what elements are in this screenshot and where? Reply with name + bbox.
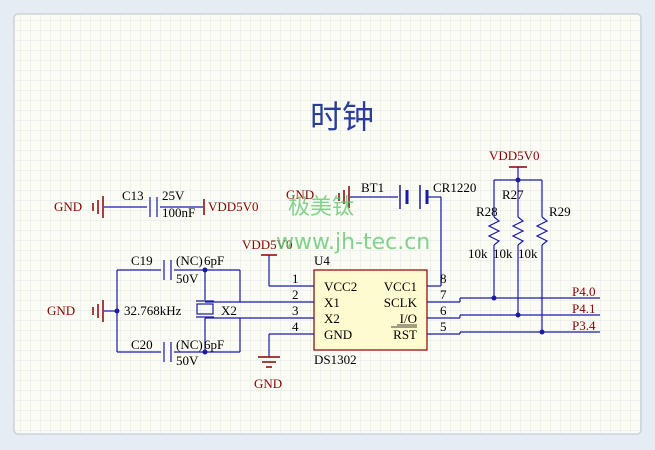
pin-name-x1: X1 — [324, 295, 340, 310]
pin-3: 3 — [292, 303, 299, 318]
crystal-frequency: 32.768kHz — [124, 303, 182, 318]
gnd-symbol-bt1 — [338, 186, 350, 208]
r27-value: 10k — [493, 246, 513, 261]
gnd-symbol-c13 — [92, 196, 104, 218]
pin-name-sclk: SCLK — [384, 295, 418, 310]
pin-name-rst: RST — [393, 327, 417, 342]
watermark-url: www.jh-tec.cn — [276, 230, 430, 255]
net-p34: P3.4 — [572, 318, 596, 333]
net-p41: P4.1 — [572, 301, 595, 316]
gnd-label-crystal: GND — [47, 303, 75, 318]
resistor-r28 — [487, 216, 501, 298]
pin-5: 5 — [440, 319, 447, 334]
c20-value: 6pF — [204, 337, 224, 352]
paper-border — [13, 13, 642, 435]
r27-ref: R27 — [502, 187, 524, 202]
pin-7: 7 — [440, 287, 447, 302]
watermark-brand: 极美钛 — [288, 195, 354, 220]
pin-2: 2 — [292, 287, 299, 302]
r28-ref: R28 — [476, 204, 498, 219]
diagram-title: 时钟 — [310, 98, 374, 136]
resistor-r29 — [535, 216, 549, 332]
pin-name-vcc2: VCC2 — [324, 279, 357, 294]
r29-ref: R29 — [549, 204, 571, 219]
c20-voltage: 50V — [176, 353, 199, 368]
u4-part: DS1302 — [314, 352, 357, 367]
pin-8: 8 — [440, 271, 447, 286]
c19-value: 6pF — [204, 253, 224, 268]
resistor-r27 — [511, 216, 525, 315]
pin-name-gnd: GND — [324, 327, 352, 342]
c20-nc: (NC) — [176, 337, 203, 352]
grid — [14, 14, 641, 434]
ds1302-body — [313, 269, 428, 351]
bt1-battery — [350, 185, 442, 286]
gnd-label-u4: GND — [254, 376, 282, 391]
pin-6: 6 — [440, 303, 447, 318]
u4-pin-wires — [240, 255, 600, 357]
net-p40: P4.0 — [572, 284, 595, 299]
vdd-label-c13: VDD5V0 — [208, 199, 259, 214]
pin-4: 4 — [292, 319, 299, 334]
c20-ref: C20 — [131, 337, 153, 352]
c13-value: 100nF — [162, 205, 195, 220]
vdd-label-top: VDD5V0 — [489, 148, 540, 163]
c13-ref: C13 — [122, 188, 144, 203]
c13-voltage: 25V — [162, 188, 185, 203]
gnd-label-bt1: GND — [286, 187, 314, 202]
r29-value: 10k — [518, 246, 538, 261]
gnd-label-c13: GND — [54, 199, 82, 214]
bt1-ref: BT1 — [361, 180, 384, 195]
pin-name-x2: X2 — [324, 311, 340, 326]
bt1-type: CR1220 — [433, 180, 476, 195]
pin-name-vcc1: VCC1 — [384, 279, 417, 294]
crystal-ref: X2 — [221, 303, 237, 318]
u4-ref: U4 — [314, 253, 330, 268]
gnd-symbol-u4 — [258, 356, 280, 368]
c19-ref: C19 — [131, 253, 153, 268]
pin-name-io: I/O — [400, 311, 417, 326]
c19-voltage: 50V — [176, 271, 199, 286]
c13-decoupling — [104, 197, 203, 217]
pin-1: 1 — [292, 271, 299, 286]
crystal-junctions — [114, 267, 208, 355]
c19-nc: (NC) — [176, 253, 203, 268]
vdd-label-u4: VDD5V0 — [242, 237, 293, 252]
r28-value: 10k — [468, 246, 488, 261]
gnd-symbol-crystal — [92, 300, 104, 322]
